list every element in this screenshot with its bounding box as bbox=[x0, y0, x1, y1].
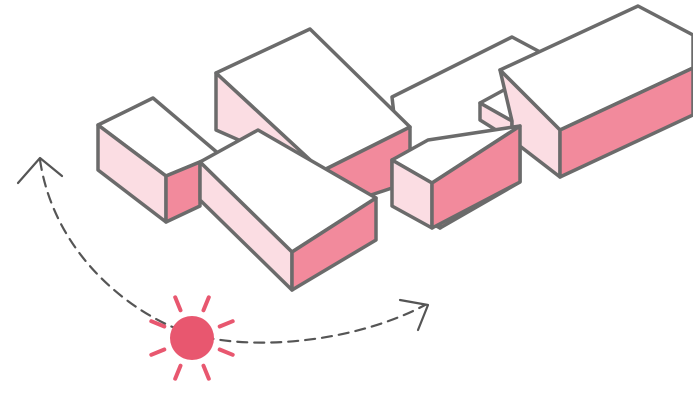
block-d-right-face bbox=[430, 124, 522, 230]
sun-ray bbox=[149, 347, 167, 357]
sun-ray bbox=[201, 295, 211, 313]
sun-path-arrowhead-start bbox=[16, 156, 64, 185]
sun-ray bbox=[201, 363, 211, 381]
block-a bbox=[96, 96, 221, 224]
block-f bbox=[498, 4, 693, 179]
sun-icon bbox=[149, 295, 235, 381]
block-f-left-face bbox=[498, 68, 562, 179]
sun-ray bbox=[173, 363, 183, 381]
block-f-right-face bbox=[558, 66, 693, 179]
sun-disc bbox=[170, 316, 214, 360]
sun-ray bbox=[217, 319, 235, 329]
block-b-right-face bbox=[290, 196, 378, 292]
sun-ray bbox=[217, 347, 235, 357]
block-b bbox=[198, 128, 378, 292]
sun-ray bbox=[173, 295, 183, 313]
block-a-right-face bbox=[164, 160, 202, 224]
sun-path-arrowhead-end bbox=[398, 298, 430, 332]
block-d bbox=[390, 124, 522, 230]
sun-rays bbox=[149, 295, 235, 381]
sun-ray bbox=[149, 319, 167, 329]
